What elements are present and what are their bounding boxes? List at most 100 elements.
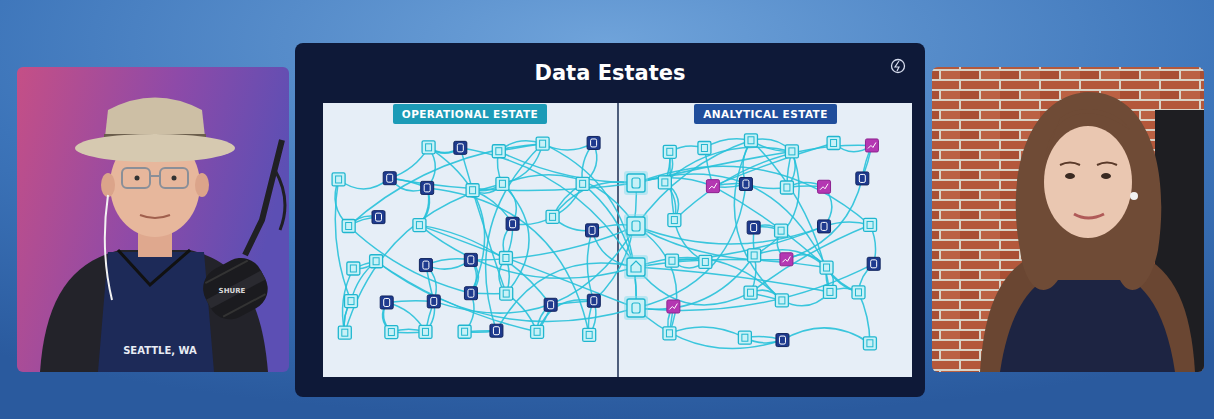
data-icon	[531, 325, 544, 338]
data-icon	[706, 180, 719, 193]
data-icon	[667, 300, 680, 313]
data-icon	[775, 294, 788, 307]
data-icon	[668, 214, 681, 227]
network-link	[429, 147, 485, 293]
network-link	[583, 184, 637, 308]
panel-heading: ANALYTICAL ESTATE	[694, 104, 836, 124]
data-icon	[818, 220, 831, 233]
data-icon	[867, 257, 880, 270]
data-icon	[744, 134, 757, 147]
data-icon	[663, 145, 676, 158]
data-icon	[421, 181, 434, 194]
data-icon	[372, 211, 385, 224]
network-link	[782, 328, 869, 343]
network-link	[460, 148, 636, 267]
data-icon	[658, 176, 671, 189]
data-icon	[665, 254, 678, 267]
data-icon	[780, 181, 793, 194]
data-icon	[624, 171, 648, 195]
data-icon	[663, 327, 676, 340]
data-icon	[332, 173, 345, 186]
data-icon	[546, 210, 559, 223]
data-icon	[827, 137, 840, 150]
left-presenter	[17, 67, 289, 372]
network-link	[636, 267, 751, 305]
data-icon	[454, 141, 467, 154]
data-icon	[856, 172, 869, 185]
data-icon	[785, 145, 798, 158]
network-link	[782, 292, 830, 306]
data-icon	[492, 145, 505, 158]
data-icon	[747, 221, 760, 234]
data-icon	[496, 177, 509, 190]
data-icon	[422, 141, 435, 154]
network-link	[751, 225, 871, 293]
network-link	[636, 260, 827, 268]
estate-panel: ANALYTICAL ESTATE	[619, 103, 912, 377]
data-icon	[338, 326, 351, 339]
data-icon	[780, 253, 793, 266]
network-link	[543, 143, 594, 150]
data-icon	[490, 324, 503, 337]
data-icon	[624, 296, 648, 320]
data-icon	[820, 261, 833, 274]
network-link	[419, 225, 636, 278]
data-icon	[419, 259, 432, 272]
mic-brand: SHURE	[219, 287, 246, 295]
data-icon	[464, 287, 477, 300]
data-icon	[347, 262, 360, 275]
network-link	[786, 178, 862, 259]
network-link	[486, 144, 543, 331]
network-link	[543, 144, 637, 308]
data-icon	[500, 287, 513, 300]
network-link	[502, 184, 529, 294]
network-link	[387, 301, 434, 303]
network-link	[713, 186, 827, 267]
data-icon	[823, 285, 836, 298]
data-icon	[587, 136, 600, 149]
data-icon	[698, 142, 711, 155]
network-link	[754, 250, 826, 268]
shirt-print: SEATTLE, WA	[123, 345, 197, 356]
panel-heading: OPERATIONAL ESTATE	[393, 104, 547, 124]
data-icon	[586, 224, 599, 237]
slide-title: Data Estates	[535, 61, 686, 85]
data-icon	[776, 334, 789, 347]
network-link	[376, 261, 636, 321]
data-icon	[863, 337, 876, 350]
network-link	[669, 327, 744, 338]
data-icon	[370, 255, 383, 268]
data-icon	[739, 177, 752, 190]
data-icon	[818, 180, 831, 193]
slide	[295, 43, 925, 397]
right-presenter	[932, 67, 1204, 372]
data-icon	[738, 331, 751, 344]
data-icon	[413, 219, 426, 232]
data-icon	[380, 296, 393, 309]
network-link	[339, 178, 390, 189]
network-illustration	[332, 134, 880, 350]
data-icon	[544, 298, 557, 311]
network-link	[419, 225, 550, 305]
data-icon	[458, 325, 471, 338]
data-icon	[748, 249, 761, 262]
network-link	[636, 226, 824, 244]
network-link	[636, 308, 782, 349]
network-link	[713, 143, 834, 186]
network-link	[636, 140, 751, 226]
data-icon	[864, 218, 877, 231]
data-icon	[536, 137, 549, 150]
data-icon	[419, 325, 432, 338]
network-link	[335, 179, 351, 301]
data-icon	[624, 214, 648, 238]
data-icon	[464, 253, 477, 266]
data-icon	[342, 220, 355, 233]
data-icon	[624, 255, 648, 279]
network-link	[636, 184, 746, 308]
data-icon	[699, 255, 712, 268]
data-icon	[587, 294, 600, 307]
data-icon	[865, 139, 878, 152]
data-icon	[576, 177, 589, 190]
